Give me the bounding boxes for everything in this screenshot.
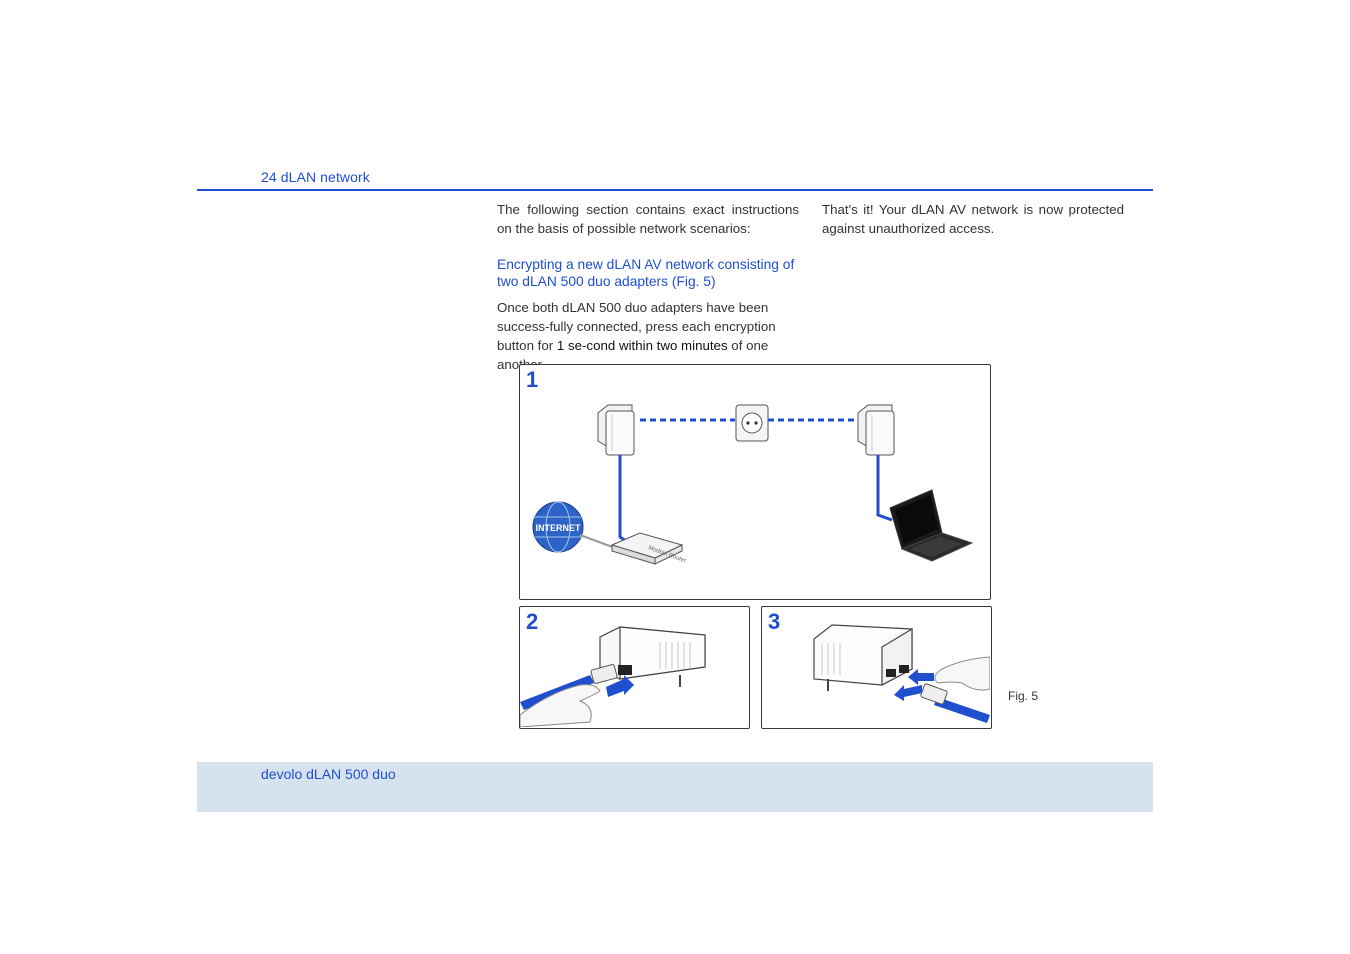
running-header: 24 dLAN network — [261, 169, 370, 185]
panel-number-2: 2 — [526, 609, 539, 634]
instruction-paragraph: Once both dLAN 500 duo adapters have bee… — [497, 298, 799, 374]
figure-panel-3: 3 — [761, 606, 992, 729]
panel-number-1: 1 — [526, 367, 539, 392]
conclusion-paragraph: That's it! Your dLAN AV network is now p… — [822, 202, 1124, 236]
laptop-icon — [889, 489, 974, 562]
section-heading: Encrypting a new dLAN AV network consist… — [497, 257, 795, 289]
left-column: The following section contains exact ins… — [497, 200, 799, 374]
internet-label: INTERNET — [536, 523, 582, 533]
right-adapter-icon — [857, 404, 895, 456]
figure-panel-1: 1 INTERN — [519, 364, 991, 600]
instruction-text-1: Once both dLAN 500 duo adapters have bee… — [497, 300, 776, 353]
footer-bar: devolo dLAN 500 duo — [197, 762, 1153, 812]
wall-socket-icon — [735, 404, 769, 442]
header-rule — [197, 189, 1153, 191]
instruction-emphasis: 1 se-cond within two minutes — [556, 338, 728, 353]
hand-icon — [520, 684, 601, 727]
footer-product-name: devolo dLAN 500 duo — [261, 766, 396, 782]
internet-globe-icon: INTERNET — [532, 501, 584, 553]
figure-panel-2: 2 — [519, 606, 750, 729]
panel-number-3: 3 — [768, 609, 781, 634]
adapter-icon — [813, 624, 913, 691]
left-adapter-icon — [597, 404, 635, 456]
figure-caption: Fig. 5 — [1008, 689, 1039, 703]
hand-icon — [934, 656, 990, 691]
network-diagram: INTERNET Modem Router — [532, 404, 974, 565]
adapter-icon — [599, 626, 706, 687]
modem-router-icon: Modem Router — [610, 532, 687, 565]
intro-paragraph: The following section contains exact ins… — [497, 202, 799, 236]
step2-illustration — [520, 626, 706, 727]
step3-illustration — [813, 624, 990, 723]
right-column: That's it! Your dLAN AV network is now p… — [822, 200, 1124, 238]
